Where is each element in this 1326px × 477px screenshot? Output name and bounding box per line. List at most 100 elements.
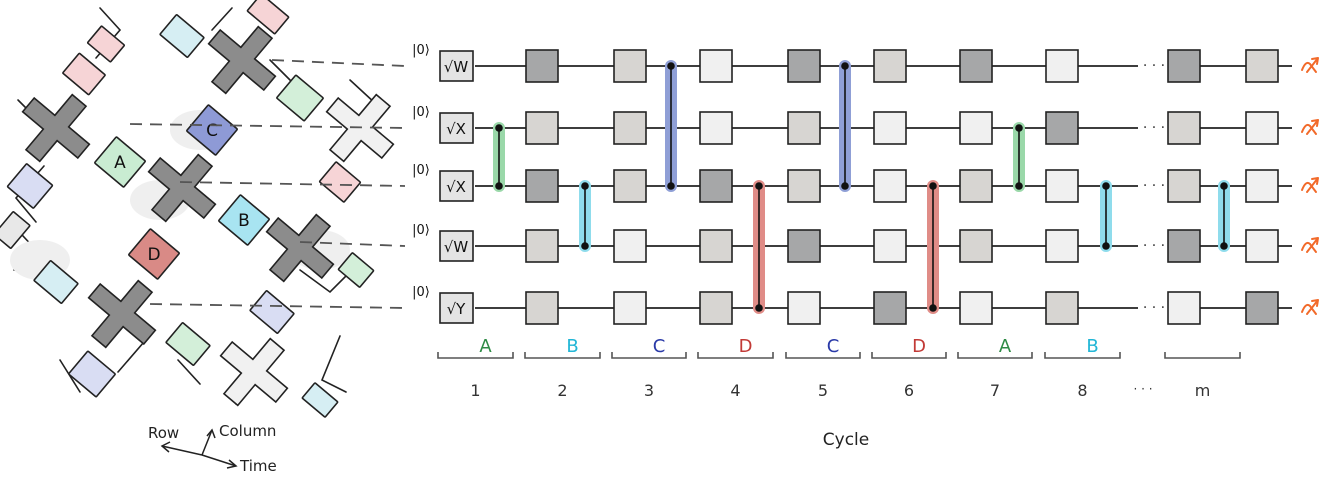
measure-arc: [1301, 241, 1317, 253]
cycle-bracket-6: [871, 352, 947, 359]
lattice-coupler-line: [320, 335, 347, 393]
dashed-connector-5: [149, 303, 406, 309]
tile-pink-2-shape: [62, 52, 106, 96]
gate-r4-c9: [1245, 229, 1279, 263]
ket-label: |0⟩: [412, 43, 430, 58]
tile-green-right-shape: [276, 74, 324, 122]
measure-arc: [1301, 123, 1317, 135]
dashed-connector-1: [271, 59, 406, 67]
gate-r4-c1: [525, 229, 559, 263]
gate-r5-c6: [959, 291, 993, 325]
tile-lavender-bottom-shape: [68, 350, 116, 398]
cross-3-shape: [147, 153, 217, 223]
bar-B-2-dot-top: [1102, 182, 1110, 190]
cross-5: [87, 279, 157, 349]
tile-green-right: [276, 74, 324, 122]
tile-cyan-left-shape: [33, 260, 79, 304]
cross-7: [219, 337, 289, 407]
bar-C-2-dot-bottom: [841, 182, 849, 190]
cross-1-shape: [207, 25, 277, 95]
gate-r3-c1: [525, 169, 559, 203]
bar-B-2-dot-bottom: [1102, 242, 1110, 250]
measure-icon: [1301, 119, 1319, 135]
cycle-letter-5: C: [827, 336, 840, 357]
measure-arc: [1301, 181, 1317, 193]
gate-r5-c2: [613, 291, 647, 325]
init-gate-label: √W: [444, 238, 469, 256]
coupler-B-shape: [218, 194, 270, 246]
cycle-number-9: m: [1195, 381, 1211, 400]
tile-top-cyan: [159, 14, 205, 58]
bar-D-1-dot-bottom: [755, 304, 763, 312]
time-arrow: [201, 454, 237, 467]
coupler-C-shape: [186, 104, 238, 156]
wire-ellipsis: · · ·: [1143, 58, 1165, 74]
coupler-B-label: B: [238, 211, 250, 231]
cross-7-shape: [219, 337, 289, 407]
measure-icon: [1301, 57, 1319, 73]
tile-cyan-bottom: [301, 382, 339, 418]
gate-r5-c3: [699, 291, 733, 325]
gate-r2-c5: [873, 111, 907, 145]
gate-r3-c2: [613, 169, 647, 203]
cycle-number-2: 2: [557, 381, 567, 400]
tile-lavender-left: [6, 163, 54, 209]
measure-arc: [1301, 61, 1317, 73]
coupler-A: [94, 136, 146, 188]
gate-r4-c8: [1167, 229, 1201, 263]
cross-2: [21, 93, 91, 163]
bar-A-1-dot-bottom: [495, 182, 503, 190]
init-gate-label: √W: [444, 58, 469, 76]
column-arrow: [201, 429, 213, 456]
gate-r1-c9: [1245, 49, 1279, 83]
tile-pink-left-shape: [87, 25, 125, 63]
cycle-bracket-5: [785, 352, 861, 359]
cycle-bracket-3: [611, 352, 687, 359]
gate-r4-c5: [873, 229, 907, 263]
ket-label: |0⟩: [412, 223, 430, 238]
gate-r2-c1: [525, 111, 559, 145]
gate-r3-c7: [1045, 169, 1079, 203]
ket-label: |0⟩: [412, 105, 430, 120]
wire-ellipsis: · · ·: [1143, 238, 1165, 254]
measure-icon: [1301, 299, 1319, 315]
ket-label: |0⟩: [412, 163, 430, 178]
tile-green-edge: [337, 252, 375, 288]
coupler-D: [128, 228, 180, 280]
tile-pink-right: [318, 161, 362, 203]
bar-C-1-dot-top: [667, 62, 675, 70]
legend-row-label: Row: [148, 424, 179, 442]
lattice-coupler-line: [177, 359, 201, 385]
measure-arrow: [1306, 299, 1319, 315]
gate-r3-c5: [873, 169, 907, 203]
gate-r1-c8: [1167, 49, 1201, 83]
tile-pink-2: [62, 52, 106, 96]
legend-column-label: Column: [219, 422, 276, 440]
gate-r5-c8: [1167, 291, 1201, 325]
coupler-D-shape: [128, 228, 180, 280]
tile-lavender-mid-shape: [249, 290, 295, 334]
cycle-letter-7: A: [999, 336, 1012, 357]
legend-time-label: Time: [239, 457, 277, 475]
measure-icon: [1301, 237, 1319, 253]
init-gate-label: √X: [446, 120, 466, 138]
gate-r4-c4: [787, 229, 821, 263]
cycle-letter-3: C: [653, 336, 666, 357]
coupler-A-label: A: [114, 153, 126, 173]
gate-r3-c8: [1167, 169, 1201, 203]
init-gate-label: √Y: [447, 300, 467, 318]
cycle-number-1: 1: [470, 381, 480, 400]
gate-r2-c7: [1045, 111, 1079, 145]
init-gate-box: [439, 112, 474, 144]
gate-r4-c3: [699, 229, 733, 263]
coupler-C: [186, 104, 238, 156]
tile-cyan-bottom-shape: [301, 382, 339, 418]
tile-top-pink: [246, 0, 290, 35]
cycle-bracket-1: [437, 352, 514, 359]
measure-arrow: [1306, 177, 1319, 193]
cross-1: [207, 25, 277, 95]
cycle-bracket-2: [524, 352, 601, 359]
tile-pink-right-shape: [318, 161, 362, 203]
